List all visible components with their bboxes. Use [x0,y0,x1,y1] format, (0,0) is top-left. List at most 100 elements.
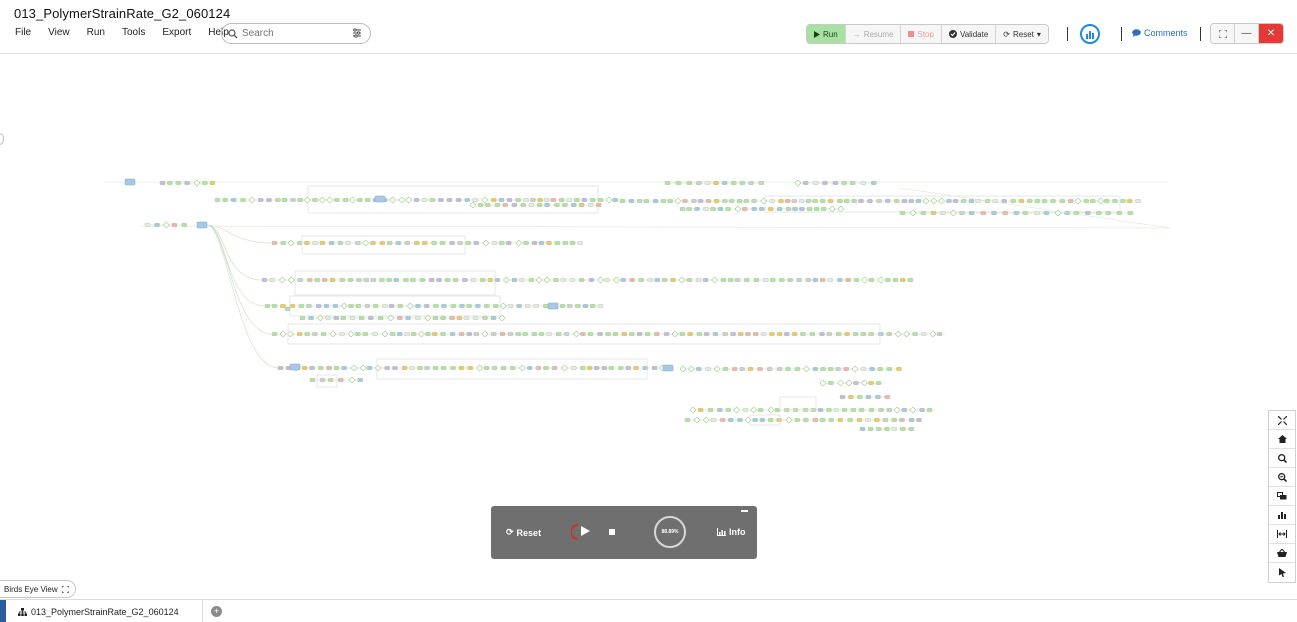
workflow-node[interactable] [629,332,635,336]
workflow-node[interactable] [705,199,712,203]
workflow-node[interactable] [436,278,442,282]
workflow-node[interactable] [664,181,671,185]
workflow-node[interactable] [466,304,472,308]
workflow-node[interactable] [751,199,757,203]
workflow-node[interactable] [319,241,326,245]
workflow-node[interactable] [822,181,828,185]
workflow-decision-node[interactable] [248,196,256,204]
workflow-node[interactable] [560,278,566,282]
workflow-node[interactable] [395,241,402,245]
workflow-decision-node[interactable] [845,379,853,387]
workflow-node[interactable] [271,241,278,245]
workflow-node[interactable] [1112,199,1118,203]
workflow-node[interactable] [871,181,877,185]
workflow-node[interactable] [544,203,550,207]
workflow-node[interactable] [528,278,535,282]
workflow-node[interactable] [506,241,512,245]
workflow-node[interactable] [847,418,853,422]
workflow-node[interactable] [884,427,890,431]
workflow-decision-node[interactable] [503,276,510,284]
workflow-node[interactable] [562,241,568,245]
workflow-node[interactable] [968,211,975,215]
workflow-node[interactable] [868,332,874,336]
workflow-decision-node[interactable] [350,364,358,372]
workflow-node[interactable] [404,241,411,245]
workflow-node[interactable] [660,199,667,203]
workflow-node[interactable] [423,304,430,308]
workflow-node[interactable] [429,198,436,202]
workflow-node[interactable] [482,316,488,320]
workflow-node[interactable] [566,198,572,202]
workflow-node[interactable] [748,181,754,185]
workflow-hub-node[interactable] [124,178,136,186]
workflow-node[interactable] [654,332,660,336]
validate-button[interactable]: Validate [941,25,997,43]
workflow-decision-node[interactable] [424,314,432,322]
workflow-decision-node[interactable] [702,416,710,424]
workflow-node[interactable] [742,207,748,211]
workflow-decision-node[interactable] [163,221,170,229]
workflow-node[interactable] [717,408,723,412]
workflow-node[interactable] [339,332,345,336]
workflow-node[interactable] [794,367,801,371]
workflow-node[interactable] [222,198,228,202]
workflow-node[interactable] [828,381,834,385]
workflow-node[interactable] [980,211,986,215]
workflow-node[interactable] [868,381,874,385]
workflow-node[interactable] [837,278,843,282]
workflow-node[interactable] [776,418,782,422]
workflow-node[interactable] [491,198,497,202]
workflow-node[interactable] [373,304,379,308]
workflow-node[interactable] [652,199,659,203]
workflow-node[interactable] [745,332,751,336]
workflow-node[interactable] [343,198,349,202]
workflow-decision-node[interactable] [894,330,902,338]
workflow-node[interactable] [493,304,499,308]
workflow-node[interactable] [757,408,764,412]
workflow-node[interactable] [364,304,371,308]
workflow-decision-node[interactable] [340,302,348,310]
workflow-graph[interactable] [0,55,1297,597]
workflow-node[interactable] [372,332,378,336]
workflow-node[interactable] [1041,199,1048,203]
workflow-node[interactable] [738,332,744,336]
workflow-node[interactable] [478,203,484,207]
workflow-node[interactable] [703,332,710,336]
workflow-node[interactable] [839,395,846,399]
workflow-node[interactable] [1127,211,1133,215]
workflow-node[interactable] [230,198,237,202]
workflow-node[interactable] [769,199,775,203]
workflow-node[interactable] [384,366,390,370]
workflow-node[interactable] [832,181,839,185]
workflow-node[interactable] [1010,199,1016,203]
workflow-node[interactable] [779,278,785,282]
workflow-decision-node[interactable] [398,196,406,204]
workflow-node[interactable] [959,211,965,215]
workflow-node[interactable] [538,241,545,245]
workflow-node[interactable] [301,366,308,370]
workflow-node[interactable] [325,316,331,320]
fit-screen-button[interactable] [1269,411,1295,430]
workflow-node[interactable] [859,427,866,431]
workflow-node[interactable] [799,207,805,211]
workflow-decision-node[interactable] [744,416,752,424]
workflow-decision-node[interactable] [329,330,337,338]
workflow-node[interactable] [828,418,834,422]
workflow-node[interactable] [787,278,793,282]
workflow-node[interactable] [494,203,501,207]
workflow-node[interactable] [574,198,580,202]
workflow-node[interactable] [459,304,465,308]
workflow-node[interactable] [1105,211,1111,215]
workflow-decision-node[interactable] [949,209,957,217]
workflow-decision-node[interactable] [476,364,484,372]
workflow-node[interactable] [776,367,783,371]
workflow-node[interactable] [860,181,866,185]
workflow-node[interactable] [812,199,818,203]
workflow-node[interactable] [432,316,439,320]
workflow-node[interactable] [594,366,600,370]
workflow-node[interactable] [1034,199,1041,203]
workflow-node[interactable] [885,278,891,282]
workflow-node[interactable] [366,366,373,370]
workflow-node[interactable] [357,198,363,202]
workflow-decision-node[interactable] [893,406,901,414]
